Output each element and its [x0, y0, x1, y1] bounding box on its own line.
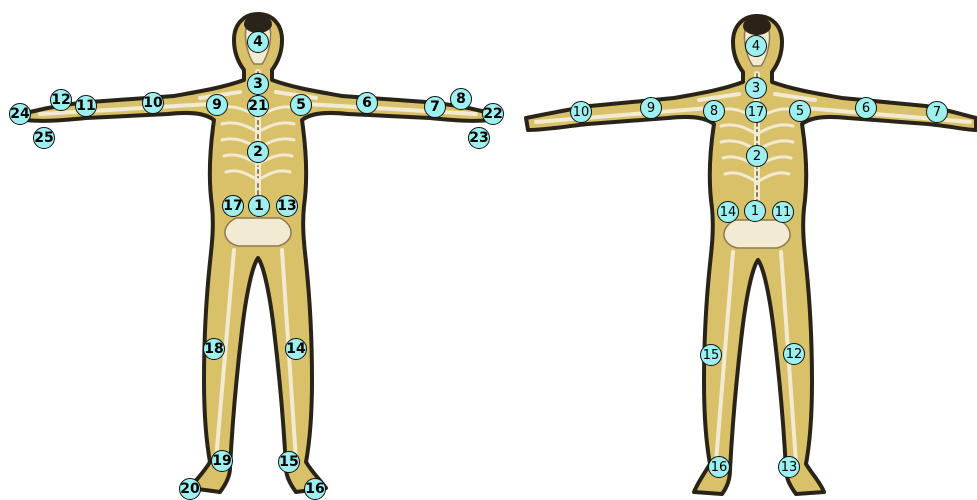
joint-label: 9: [647, 102, 655, 115]
joint-label: 7: [933, 106, 941, 119]
joint-marker-16[interactable]: 16: [708, 456, 730, 478]
joint-marker-2[interactable]: 2: [247, 141, 269, 163]
joint-label: 5: [796, 105, 804, 118]
joint-marker-4[interactable]: 4: [247, 31, 269, 53]
joint-marker-1[interactable]: 1: [744, 200, 766, 222]
joint-marker-13[interactable]: 13: [778, 456, 800, 478]
joint-label: 17: [748, 106, 765, 119]
joint-marker-14[interactable]: 14: [717, 201, 739, 223]
joint-label: 9: [212, 98, 222, 112]
joint-label: 8: [456, 92, 466, 106]
joint-label: 1: [751, 205, 759, 218]
joint-marker-5[interactable]: 5: [290, 94, 312, 116]
joint-marker-24[interactable]: 24: [9, 103, 31, 125]
joint-marker-11[interactable]: 11: [772, 201, 794, 223]
left-skeleton-figure: 4 3 21 9 5 10 6 11 12 24 25 7 8 22 23 2 …: [0, 0, 520, 500]
joint-label: 3: [253, 77, 263, 91]
joint-label: 7: [430, 100, 440, 114]
joint-marker-19[interactable]: 19: [211, 450, 233, 472]
joint-label: 24: [10, 107, 29, 121]
joint-label: 4: [253, 35, 263, 49]
joint-label: 15: [703, 349, 720, 362]
joint-marker-3[interactable]: 3: [247, 73, 269, 95]
joint-label: 6: [362, 96, 372, 110]
joint-label: 21: [248, 99, 267, 113]
joint-label: 12: [51, 93, 70, 107]
joint-label: 14: [720, 206, 737, 219]
joint-label: 23: [469, 131, 488, 145]
joint-label: 13: [277, 199, 296, 213]
joint-marker-16[interactable]: 16: [304, 478, 326, 500]
joint-label: 17: [223, 199, 242, 213]
joint-marker-18[interactable]: 18: [203, 338, 225, 360]
joint-label: 16: [711, 461, 728, 474]
joint-marker-3[interactable]: 3: [745, 77, 767, 99]
joint-marker-20[interactable]: 20: [179, 478, 201, 500]
joint-label: 6: [862, 102, 870, 115]
joint-label: 5: [296, 98, 306, 112]
joint-marker-17[interactable]: 17: [745, 101, 767, 123]
joint-label: 15: [279, 455, 298, 469]
joint-label: 11: [775, 206, 792, 219]
right-skeleton-figure: 4 3 17 8 5 9 6 10 7 2 14 1 11 15 12 16 1…: [500, 0, 977, 500]
joint-marker-13[interactable]: 13: [276, 195, 298, 217]
joint-marker-1[interactable]: 1: [248, 195, 270, 217]
joint-marker-9[interactable]: 9: [640, 97, 662, 119]
joint-marker-23[interactable]: 23: [468, 127, 490, 149]
joint-marker-25[interactable]: 25: [33, 127, 55, 149]
body-illustration-right: [500, 0, 977, 500]
joint-label: 14: [286, 342, 305, 356]
joint-marker-15[interactable]: 15: [700, 344, 722, 366]
joint-marker-4[interactable]: 4: [745, 35, 767, 57]
joint-label: 2: [753, 150, 761, 163]
joint-label: 2: [253, 145, 263, 159]
joint-label: 10: [143, 96, 162, 110]
joint-label: 3: [752, 82, 760, 95]
joint-label: 20: [180, 482, 199, 496]
joint-marker-8[interactable]: 8: [703, 100, 725, 122]
joint-label: 4: [752, 40, 760, 53]
joint-marker-12[interactable]: 12: [50, 89, 72, 111]
joint-marker-11[interactable]: 11: [75, 95, 97, 117]
joint-label: 1: [254, 199, 264, 213]
joint-label: 11: [76, 99, 95, 113]
joint-marker-6[interactable]: 6: [356, 92, 378, 114]
joint-marker-7[interactable]: 7: [424, 96, 446, 118]
joint-label: 25: [34, 131, 53, 145]
joint-label: 10: [573, 106, 590, 119]
joint-marker-17[interactable]: 17: [222, 195, 244, 217]
joint-marker-9[interactable]: 9: [206, 94, 228, 116]
joint-label: 19: [212, 454, 231, 468]
joint-label: 8: [710, 105, 718, 118]
joint-label: 16: [305, 482, 324, 496]
joint-marker-10[interactable]: 10: [570, 101, 592, 123]
joint-label: 18: [204, 342, 223, 356]
joint-marker-7[interactable]: 7: [926, 101, 948, 123]
joint-marker-10[interactable]: 10: [142, 92, 164, 114]
joint-label: 13: [781, 461, 798, 474]
joint-marker-5[interactable]: 5: [789, 100, 811, 122]
joint-marker-8[interactable]: 8: [450, 88, 472, 110]
joint-marker-6[interactable]: 6: [855, 97, 877, 119]
joint-marker-15[interactable]: 15: [278, 451, 300, 473]
joint-marker-21[interactable]: 21: [247, 95, 269, 117]
joint-label: 12: [786, 348, 803, 361]
joint-marker-12[interactable]: 12: [783, 343, 805, 365]
joint-marker-2[interactable]: 2: [746, 145, 768, 167]
joint-marker-14[interactable]: 14: [285, 338, 307, 360]
